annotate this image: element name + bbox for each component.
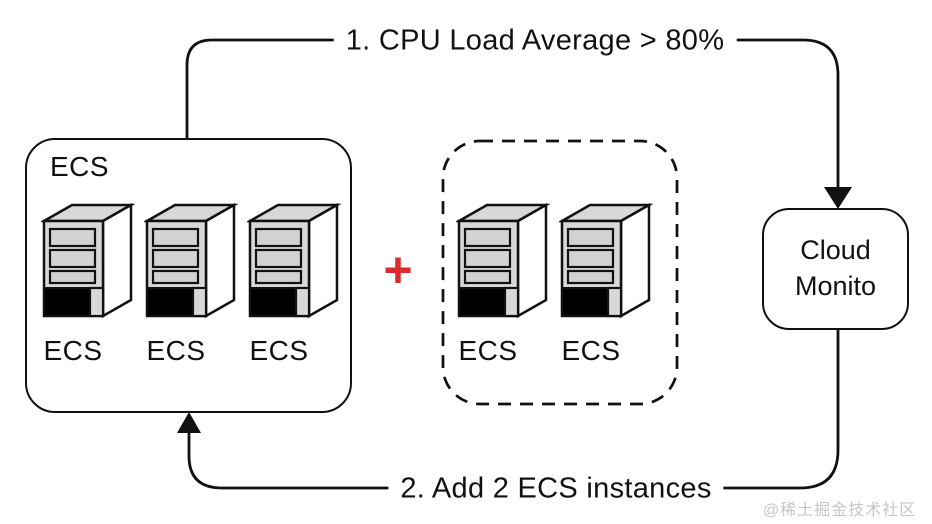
scale-out-server-row: ECS ECS: [456, 202, 653, 367]
server-icon: [559, 202, 653, 318]
server-unit: ECS: [559, 202, 653, 367]
server-label: ECS: [458, 335, 518, 366]
scale-out-group-box: ECS ECS: [442, 140, 678, 405]
plus-sign: +: [383, 242, 413, 298]
ecs-group-title: ECS: [50, 151, 110, 182]
arrowhead-up-icon: [177, 412, 201, 433]
flow-label-step1: 1. CPU Load Average > 80%: [333, 24, 737, 58]
server-label: ECS: [249, 335, 309, 366]
scale-out-group-outline: [441, 139, 679, 406]
flow-label-step2: 2. Add 2 ECS instances: [388, 472, 724, 506]
server-icon: [41, 202, 135, 318]
arrowhead-down-icon: [824, 187, 852, 209]
server-label: ECS: [561, 335, 621, 366]
server-unit: ECS: [456, 202, 550, 367]
cloud-monitor-label-line1: Cloud: [800, 235, 871, 266]
cloud-monitor-label-line2: Monito: [794, 271, 877, 301]
server-icon: [456, 202, 550, 318]
watermark: @稀土掘金技术社区: [763, 502, 917, 519]
server-unit: ECS: [247, 202, 341, 367]
server-unit: ECS: [41, 202, 135, 367]
ecs-server-row: ECS ECS: [41, 202, 341, 367]
server-icon: [144, 202, 238, 318]
server-label: ECS: [43, 335, 103, 366]
ecs-group-box: ECS ECS: [25, 138, 352, 413]
cloud-monitor-box: Cloud Monito: [762, 208, 909, 330]
server-unit: ECS: [144, 202, 238, 367]
flow-line-step2: [187, 330, 840, 490]
server-icon: [247, 202, 341, 318]
server-label: ECS: [146, 335, 206, 366]
